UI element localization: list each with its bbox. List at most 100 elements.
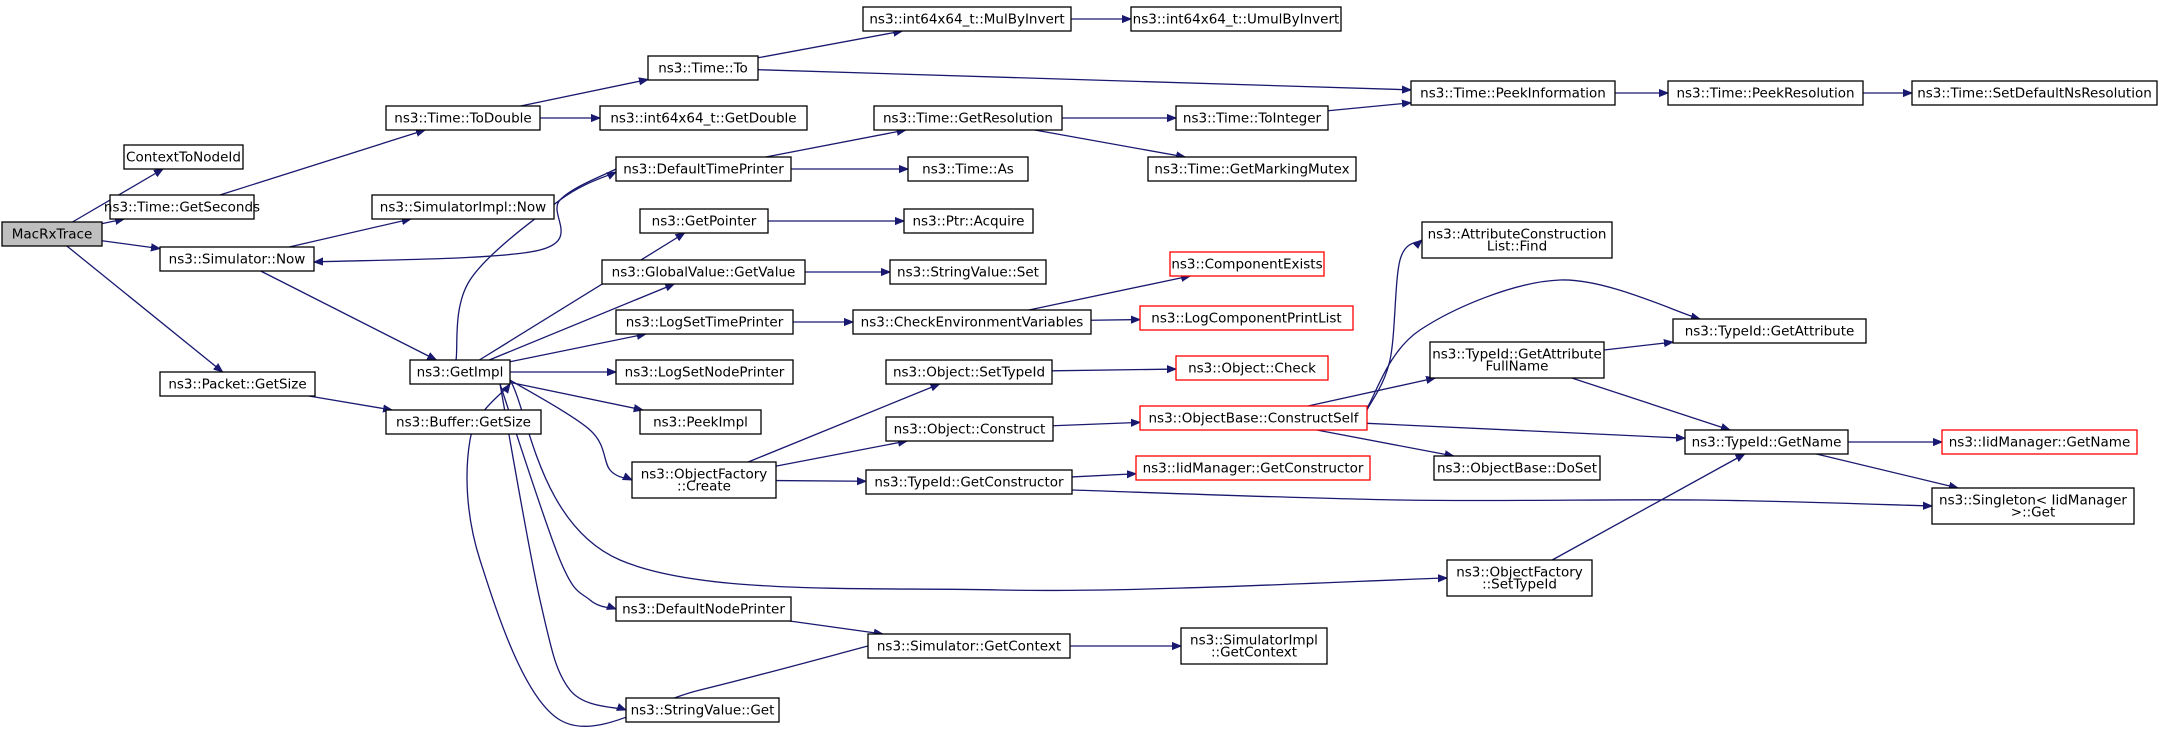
node-box bbox=[601, 259, 806, 285]
node-ns3-int64x64-t-getdouble[interactable]: ns3::int64x64_t::GetDouble bbox=[599, 105, 808, 131]
node-ns3-time-peekinformation[interactable]: ns3::Time::PeekInformation bbox=[1410, 80, 1616, 106]
node-ns3-buffer-getsize[interactable]: ns3::Buffer::GetSize bbox=[385, 409, 542, 435]
node-box bbox=[1446, 559, 1593, 597]
node-ns3-objectfactory-settypeid[interactable]: ns3::ObjectFactory::SetTypeId bbox=[1446, 559, 1593, 597]
node-label: FullName bbox=[1486, 359, 1549, 375]
node-ns3-objectbase-doset[interactable]: ns3::ObjectBase::DoSet bbox=[1433, 455, 1601, 481]
node-label: ns3::TypeId::GetAttribute bbox=[1685, 324, 1855, 340]
edge-n7-to-n16 bbox=[509, 381, 643, 410]
edge-n0-to-n3 bbox=[101, 240, 160, 249]
node-box bbox=[865, 469, 1073, 495]
node-ns3-globalvalue-getvalue[interactable]: ns3::GlobalValue::GetValue bbox=[601, 259, 806, 285]
edge-n29-to-n49 bbox=[1071, 489, 1932, 506]
edge-n17-to-n27 bbox=[747, 383, 939, 463]
node-ns3-packet-getsize[interactable]: ns3::Packet::GetSize bbox=[159, 371, 316, 397]
node-ns3-time-to[interactable]: ns3::Time::To bbox=[647, 55, 759, 81]
node-label: ns3::Time::GetSeconds bbox=[104, 200, 260, 216]
node-label: ns3::Simulator::GetContext bbox=[877, 639, 1061, 655]
node-box bbox=[639, 208, 769, 234]
node-ns3-time-getseconds[interactable]: ns3::Time::GetSeconds bbox=[104, 194, 260, 220]
node-box bbox=[409, 359, 511, 385]
edge-n5-to-n9 bbox=[520, 79, 648, 107]
node-label: >::Get bbox=[2011, 505, 2055, 521]
node-box bbox=[1169, 251, 1325, 277]
node-box bbox=[852, 309, 1092, 335]
node-ns3-simulatorimpl-getcontext[interactable]: ns3::SimulatorImpl::GetContext bbox=[1180, 627, 1328, 665]
node-ns3-typeid-getconstructor[interactable]: ns3::TypeId::GetConstructor bbox=[865, 469, 1073, 495]
node-label: ns3::Time::PeekResolution bbox=[1676, 86, 1854, 102]
node-label: ns3::StringValue::Get bbox=[631, 703, 775, 719]
node-ns3-getpointer[interactable]: ns3::GetPointer bbox=[639, 208, 769, 234]
node-ns3-getimpl[interactable]: ns3::GetImpl bbox=[409, 359, 511, 385]
node-box bbox=[1429, 341, 1605, 379]
node-label: ns3::DefaultNodePrinter bbox=[622, 602, 785, 618]
node-box bbox=[889, 259, 1047, 285]
edge-n7-to-n14 bbox=[509, 334, 646, 363]
node-ns3-time-peekresolution[interactable]: ns3::Time::PeekResolution bbox=[1667, 80, 1864, 106]
node-box bbox=[625, 697, 780, 723]
node-box bbox=[907, 156, 1029, 182]
node-label: MacRxTrace bbox=[12, 227, 93, 243]
node-label: ns3::Time::GetMarkingMutex bbox=[1154, 162, 1349, 178]
node-ns3-singleton-iidmanager-get[interactable]: ns3::Singleton< IidManager >::Get bbox=[1931, 487, 2135, 525]
node-ns3-object-check[interactable]: ns3::Object::Check bbox=[1175, 355, 1329, 381]
node-box bbox=[615, 156, 792, 182]
node-ns3-simulator-now[interactable]: ns3::Simulator::Now bbox=[159, 246, 315, 272]
node-label: ns3::GlobalValue::GetValue bbox=[612, 265, 796, 281]
node-ns3-defaulttimeprinter[interactable]: ns3::DefaultTimePrinter bbox=[615, 156, 792, 182]
node-ns3-int64x64-t-mulbyinvert[interactable]: ns3::int64x64_t::MulByInvert bbox=[862, 6, 1072, 32]
node-box bbox=[1175, 355, 1329, 381]
node-ns3-object-construct[interactable]: ns3::Object::Construct bbox=[885, 416, 1054, 442]
node-box bbox=[1135, 455, 1371, 481]
edge-n7-to-n11 bbox=[455, 171, 616, 361]
node-box bbox=[1941, 429, 2138, 455]
node-ns3-checkenvironmentvariables[interactable]: ns3::CheckEnvironmentVariables bbox=[852, 309, 1092, 335]
edge-n11-to-n22 bbox=[765, 130, 906, 158]
node-ns3-stringvalue-set[interactable]: ns3::StringValue::Set bbox=[889, 259, 1047, 285]
node-macrxtrace[interactable]: MacRxTrace bbox=[1, 221, 103, 247]
node-ns3-objectbase-constructself[interactable]: ns3::ObjectBase::ConstructSelf bbox=[1139, 405, 1368, 431]
node-box bbox=[873, 105, 1063, 131]
edge-n22-to-n32 bbox=[1034, 129, 1185, 157]
node-box bbox=[159, 371, 316, 397]
node-label: ns3::PeekImpl bbox=[653, 415, 748, 431]
node-ns3-peekimpl[interactable]: ns3::PeekImpl bbox=[639, 409, 762, 435]
node-ns3-logsettimeprinter[interactable]: ns3::LogSetTimePrinter bbox=[615, 309, 794, 335]
node-ns3-iidmanager-getconstructor[interactable]: ns3::IidManager::GetConstructor bbox=[1135, 455, 1371, 481]
edge-n41-to-n45 bbox=[1603, 342, 1673, 351]
node-label: ::GetContext bbox=[1211, 645, 1297, 661]
node-ns3-int64x64-t-umulbyinvert[interactable]: ns3::int64x64_t::UmulByInvert bbox=[1130, 6, 1342, 32]
edges bbox=[66, 19, 1958, 727]
edge-n30-to-n7 bbox=[466, 384, 869, 727]
node-ns3-logcomponentprintlist[interactable]: ns3::LogComponentPrintList bbox=[1139, 305, 1354, 331]
node-ns3-time-todouble[interactable]: ns3::Time::ToDouble bbox=[385, 105, 541, 131]
node-contexttonodeid[interactable]: ContextToNodeId bbox=[123, 144, 244, 170]
edge-n31-to-n39 bbox=[1327, 103, 1411, 112]
edge-n17-to-n29 bbox=[775, 481, 866, 482]
node-ns3-iidmanager-getname[interactable]: ns3::IidManager::GetName bbox=[1941, 429, 2138, 455]
edge-n28-to-n36 bbox=[1052, 422, 1140, 425]
node-box bbox=[615, 359, 794, 385]
edge-n4-to-n8 bbox=[308, 395, 392, 410]
node-ns3-typeid-getname[interactable]: ns3::TypeId::GetName bbox=[1684, 429, 1849, 455]
node-ns3-time-tointeger[interactable]: ns3::Time::ToInteger bbox=[1175, 105, 1329, 131]
node-ns3-componentexists[interactable]: ns3::ComponentExists bbox=[1169, 251, 1325, 277]
node-label: ns3::Packet::GetSize bbox=[168, 377, 306, 393]
node-ns3-stringvalue-get[interactable]: ns3::StringValue::Get bbox=[625, 697, 780, 723]
edge-n36-to-n42 bbox=[1316, 429, 1454, 456]
node-ns3-time-getresolution[interactable]: ns3::Time::GetResolution bbox=[873, 105, 1063, 131]
node-ns3-defaultnodeprinter[interactable]: ns3::DefaultNodePrinter bbox=[615, 596, 792, 622]
node-ns3-time-setdefaultnsresolution[interactable]: ns3::Time::SetDefaultNsResolution bbox=[1911, 80, 2158, 106]
node-ns3-time-getmarkingmutex[interactable]: ns3::Time::GetMarkingMutex bbox=[1147, 156, 1357, 182]
node-box bbox=[1139, 405, 1368, 431]
node-ns3-simulatorimpl-now[interactable]: ns3::SimulatorImpl::Now bbox=[371, 194, 555, 220]
node-ns3-time-as[interactable]: ns3::Time::As bbox=[907, 156, 1029, 182]
node-ns3-simulator-getcontext[interactable]: ns3::Simulator::GetContext bbox=[867, 633, 1071, 659]
node-ns3-typeid-getattribute[interactable]: ns3::TypeId::GetAttribute bbox=[1672, 318, 1867, 344]
node-ns3-logsetnodeprinter[interactable]: ns3::LogSetNodePrinter bbox=[615, 359, 794, 385]
node-ns3-object-settypeid[interactable]: ns3::Object::SetTypeId bbox=[885, 359, 1053, 385]
node-ns3-ptr-acquire[interactable]: ns3::Ptr::Acquire bbox=[903, 208, 1034, 234]
node-ns3-objectfactory-create[interactable]: ns3::ObjectFactory::Create bbox=[631, 461, 777, 499]
